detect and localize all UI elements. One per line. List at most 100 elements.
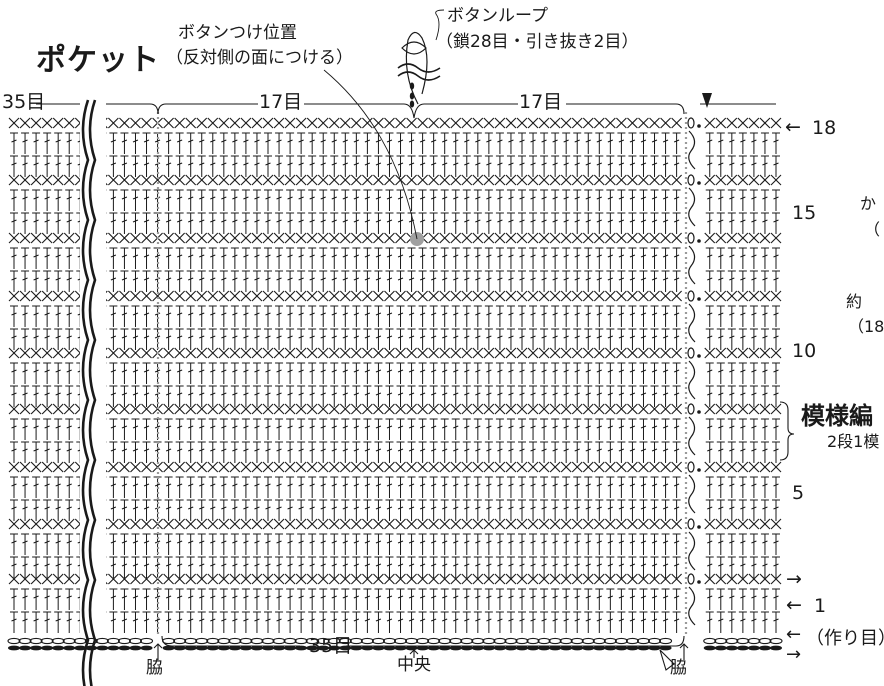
dc-stitch xyxy=(219,556,228,578)
sc-stitch xyxy=(638,290,649,302)
sc-stitch xyxy=(328,347,340,359)
dc-stitch xyxy=(606,588,615,610)
dc-stitch xyxy=(230,476,239,498)
dc-stitch xyxy=(418,556,427,578)
dc-stitch xyxy=(518,362,526,384)
sc-stitch xyxy=(582,403,594,415)
sc-stitch xyxy=(395,347,406,359)
dc-stitch xyxy=(374,247,383,269)
dc-stitch xyxy=(252,533,261,555)
dc-stitch xyxy=(21,441,30,463)
dc-stitch xyxy=(175,441,184,463)
dc-stitch xyxy=(275,476,284,498)
dc-stitch xyxy=(749,441,758,463)
dc-stitch xyxy=(716,441,725,463)
sc-stitch xyxy=(715,573,727,585)
dc-stitch xyxy=(264,476,272,498)
sc-stitch xyxy=(593,174,605,186)
sc-stitch xyxy=(52,290,64,302)
dc-stitch xyxy=(230,270,239,292)
dc-stitch xyxy=(109,189,118,211)
dc-stitch xyxy=(241,385,250,407)
dc-stitch xyxy=(451,362,460,384)
sc-stitch xyxy=(295,117,307,129)
foundation-chain xyxy=(725,637,739,645)
dc-stitch xyxy=(319,132,328,154)
sc-stitch xyxy=(196,403,208,415)
sc-stitch xyxy=(472,117,484,129)
sc-stitch xyxy=(593,232,605,244)
dc-stitch xyxy=(749,305,758,327)
dc-stitch xyxy=(319,556,328,578)
dc-stitch xyxy=(142,441,151,463)
foundation-chain xyxy=(173,637,187,645)
sc-stitch xyxy=(450,232,462,244)
sc-stitch xyxy=(218,174,230,186)
dc-stitch xyxy=(584,476,593,498)
sc-stitch xyxy=(207,573,219,585)
dc-stitch xyxy=(252,189,261,211)
sc-stitch xyxy=(251,573,263,585)
dc-stitch xyxy=(109,611,118,633)
dc-stitch xyxy=(197,328,206,350)
dc-stitch xyxy=(374,132,383,154)
sc-stitch xyxy=(30,403,42,415)
dc-stitch xyxy=(142,588,151,610)
dc-stitch xyxy=(738,499,747,521)
dc-stitch xyxy=(319,611,328,633)
sc-stitch xyxy=(306,290,318,302)
dc-stitch xyxy=(661,132,670,154)
dc-stitch xyxy=(208,362,217,384)
dc-stitch xyxy=(21,189,30,211)
sc-stitch xyxy=(406,461,417,473)
dc-stitch xyxy=(186,362,195,384)
dc-stitch xyxy=(164,362,173,384)
sc-stitch xyxy=(704,117,716,129)
dc-stitch xyxy=(241,441,250,463)
dc-stitch xyxy=(772,305,780,327)
dc-stitch xyxy=(760,611,769,633)
dc-stitch xyxy=(186,328,195,350)
dc-stitch xyxy=(352,385,361,407)
sc-stitch xyxy=(616,573,627,585)
dc-stitch xyxy=(197,441,206,463)
foundation-back xyxy=(284,645,297,651)
sc-stitch xyxy=(671,290,682,302)
dc-stitch xyxy=(21,270,30,292)
dc-stitch xyxy=(506,418,515,440)
dc-stitch xyxy=(451,212,460,234)
sc-stitch xyxy=(660,518,671,530)
dc-stitch xyxy=(672,499,681,521)
dc-stitch xyxy=(495,155,504,177)
dc-stitch xyxy=(65,212,74,234)
dc-stitch xyxy=(540,189,549,211)
dc-stitch xyxy=(230,247,239,269)
dc-stitch xyxy=(142,189,151,211)
sc-stitch xyxy=(726,347,738,359)
slip-stitch xyxy=(687,347,695,359)
right-note-fragment-1: か xyxy=(860,194,877,213)
dc-stitch xyxy=(197,247,206,269)
dc-stitch xyxy=(43,305,52,327)
sc-stitch xyxy=(649,573,660,585)
dc-stitch xyxy=(219,212,228,234)
dc-stitch xyxy=(440,362,449,384)
dc-stitch xyxy=(43,132,52,154)
dc-stitch xyxy=(506,476,515,498)
dc-stitch xyxy=(562,305,571,327)
dc-stitch xyxy=(551,385,560,407)
dc-stitch xyxy=(186,247,195,269)
dc-stitch xyxy=(186,385,195,407)
dc-stitch xyxy=(186,155,195,177)
sc-stitch xyxy=(527,518,539,530)
sc-stitch xyxy=(130,290,141,302)
foundation-chain xyxy=(139,637,154,645)
dc-stitch xyxy=(429,212,438,234)
dc-stitch xyxy=(584,328,593,350)
foundation-chain xyxy=(493,637,507,645)
dc-stitch xyxy=(396,588,405,610)
dc-stitch xyxy=(241,132,250,154)
sc-stitch xyxy=(428,347,440,359)
dc-stitch xyxy=(595,155,604,177)
dc-stitch xyxy=(308,418,317,440)
